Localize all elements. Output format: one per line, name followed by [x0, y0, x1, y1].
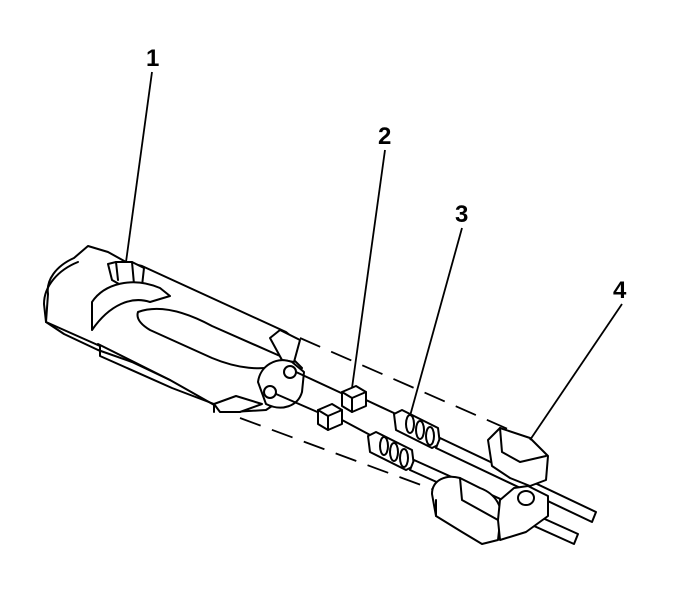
- terminal-lower-body: [317, 403, 343, 431]
- terminal-upper-wire: [365, 399, 397, 415]
- alignment-lines: [239, 337, 511, 493]
- leader-lines: [125, 71, 623, 441]
- leader-line-3: [409, 227, 463, 417]
- wire-lower: [275, 393, 323, 415]
- terminal-lower-edge: [317, 409, 343, 431]
- inner-sleeve: [136, 307, 285, 370]
- lock-tab-detail: [115, 261, 135, 285]
- rear-housing-top-block: [487, 427, 549, 487]
- rear-housing-hole: [517, 490, 535, 506]
- cable-seal-lower: [367, 431, 415, 471]
- rear-cap: [257, 359, 305, 409]
- cable-seal-lower-rib-1: [379, 436, 389, 456]
- terminal-upper-body: [341, 385, 367, 413]
- leader-line-2: [351, 149, 386, 389]
- cable-seal-upper-rib-2: [415, 420, 425, 440]
- connector-body: [43, 245, 305, 413]
- connector-front-face: [43, 261, 79, 323]
- leader-line-1: [125, 71, 153, 263]
- cable-seal-lower-rib-3: [399, 448, 409, 468]
- rear-housing-bottom-edge: [435, 477, 499, 521]
- housing-latch: [91, 281, 171, 331]
- rear-port-lower: [263, 385, 277, 399]
- guide-arrow: [269, 329, 301, 363]
- terminal-lower: [317, 403, 373, 437]
- terminal-upper: [341, 385, 397, 415]
- rear-housing-side: [497, 485, 549, 541]
- alignment-line-upper: [299, 337, 511, 431]
- connector-rail-line: [97, 343, 171, 381]
- leader-line-4: [529, 303, 623, 441]
- callouts: 1 2 3 4: [146, 45, 627, 304]
- cable-seal-upper: [393, 409, 441, 449]
- rear-housing-top-slot: [499, 427, 547, 463]
- alignment-line-lower: [239, 417, 441, 493]
- callout-3: 3: [455, 201, 468, 228]
- callout-4: 4: [613, 277, 627, 304]
- cable-seal-upper-rib-3: [425, 426, 435, 446]
- cable-seal-lower-rib-2: [389, 442, 399, 462]
- terminal-upper-edge: [341, 391, 367, 413]
- callout-1: 1: [146, 45, 159, 72]
- callout-2: 2: [378, 123, 391, 150]
- bottom-key: [213, 395, 263, 413]
- terminal-lower-wire: [341, 419, 373, 437]
- rear-port-upper: [283, 365, 297, 379]
- rear-housing-bottom-block: [431, 475, 502, 545]
- rear-housing: [431, 427, 549, 545]
